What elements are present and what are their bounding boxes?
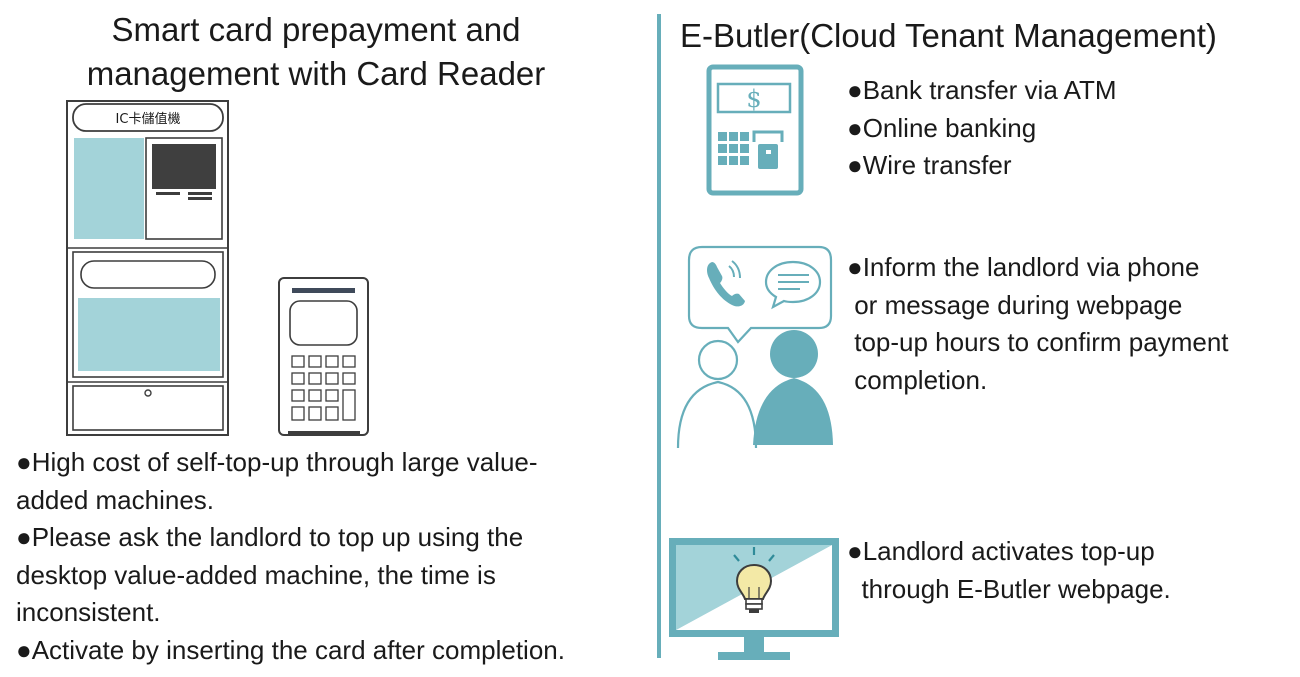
machine-label: IC卡儲值機 [116, 111, 181, 127]
left-bullet-1-cont: added machines. [16, 484, 215, 515]
value-added-machine-icon: IC卡儲值機 [66, 100, 229, 436]
left-panel: Smart card prepayment and management wit… [16, 11, 565, 665]
left-title-line1: Smart card prepayment and [111, 11, 521, 48]
right-title: E-Butler(Cloud Tenant Management) [680, 17, 1217, 54]
card-reader-icon [278, 277, 369, 436]
left-title-line2: management with Card Reader [86, 55, 546, 92]
left-bullet-2-cont-b: inconsistent. [16, 597, 161, 627]
left-bullet-1: ●High cost of self-top-up through large … [16, 447, 538, 477]
vertical-divider [657, 14, 661, 658]
contact-bullet-cont-1: or message during webpage [847, 289, 1183, 320]
atm-icon: $ [706, 64, 804, 196]
webpage-bullet: ●Landlord activates top-up [847, 536, 1155, 566]
contact-bullet-cont-3: completion. [847, 364, 988, 395]
webpage-bullet-cont: through E-Butler webpage. [847, 573, 1171, 604]
monitor-lightbulb-icon [669, 538, 839, 660]
atm-dollar-symbol: $ [746, 85, 761, 113]
phone-message-icon [676, 245, 833, 449]
contact-bullet-cont-2: top-up hours to confirm payment [847, 327, 1229, 357]
atm-bullet-2: ●Online banking [847, 112, 1037, 143]
atm-bullet-3: ●Wire transfer [847, 150, 1012, 180]
atm-bullet-1: ●Bank transfer via ATM [847, 75, 1117, 105]
contact-bullet: ●Inform the landlord via phone [847, 252, 1200, 282]
left-bullet-3: ●Activate by inserting the card after co… [16, 634, 565, 665]
right-panel: E-Butler(Cloud Tenant Management) $ ●Ban… [662, 0, 1300, 677]
left-bullet-2: ●Please ask the landlord to top up using… [16, 522, 524, 552]
left-bullet-2-cont-a: desktop value-added machine, the time is [16, 559, 496, 590]
